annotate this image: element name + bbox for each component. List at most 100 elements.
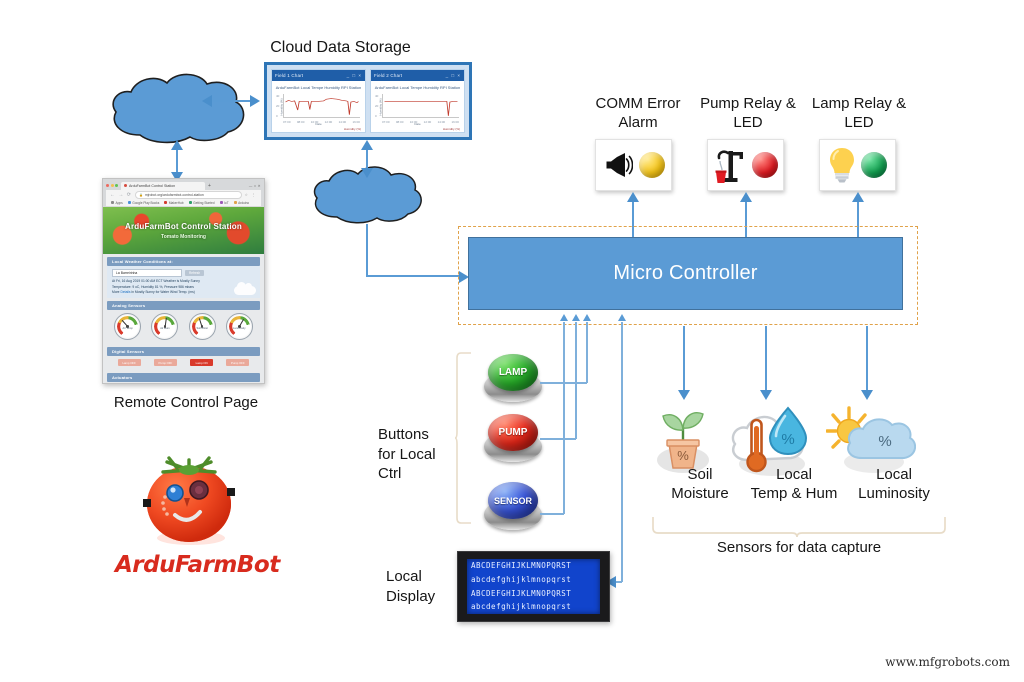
browser-tab-title: ArduFarmBot Control Station	[129, 183, 176, 188]
browser-url-row: ← → ⟳ 🔒 mjrobot.org/ardufarmbot-control-…	[106, 190, 261, 199]
lcd-line-4: abcdefghijklmnopqrst	[471, 602, 572, 612]
local-temp-hum-label-line1: Local	[776, 466, 812, 483]
lamp-relay-led-device[interactable]	[819, 139, 896, 191]
browser-nav-icons[interactable]: ← → ⟳	[110, 191, 132, 198]
wire-sensor-h	[540, 513, 564, 515]
actuator-buttons-row: LAMP ON LAMP OFF PUMP ON PUMP OFF	[103, 382, 264, 383]
weather-details-link[interactable]: Details	[120, 290, 131, 294]
chart-card-window-controls-1[interactable]: _ □ ×	[346, 73, 362, 78]
ytick: 40	[375, 94, 379, 98]
pump-relay-led-device[interactable]	[707, 139, 784, 191]
weather-refresh-button[interactable]: Refresh	[185, 270, 205, 276]
arrowhead-up	[171, 140, 183, 150]
chart-card-header-2: Field 2 Chart _ □ ×	[371, 70, 464, 81]
local-sensor-button[interactable]: SENSOR	[484, 482, 542, 530]
wire-pump-h	[540, 438, 576, 440]
arrowhead-up-small	[572, 314, 580, 321]
ytick: 20	[375, 104, 379, 108]
gauge-label: Air Hum	[160, 327, 170, 330]
browser-window-controls[interactable]: — □ ✕	[248, 183, 261, 188]
arrowhead-up	[627, 192, 639, 202]
status-badge: Lamp OFF	[117, 359, 141, 366]
bookmark-item[interactable]: MakerHub	[164, 201, 184, 205]
lamp-relay-led-label: Lamp Relay & LED	[803, 95, 915, 133]
local-lamp-button-label: LAMP	[498, 367, 528, 379]
pump-relay-led-label: Pump Relay & LED	[692, 95, 804, 133]
gauge-hub	[200, 325, 204, 328]
green-led	[860, 152, 887, 178]
bookmark-label: Arduino	[238, 200, 250, 205]
bookmark-item[interactable]: IoT	[219, 201, 229, 205]
chart-xticks-1: 07:00 08:00 10:00 12:00 14:00 16:00	[283, 120, 360, 124]
browser-toolbar-icons[interactable]: ☆ ⋮	[244, 192, 257, 197]
soil-moisture-label-line2: Moisture	[671, 484, 729, 502]
microcontroller-block[interactable]: Micro Controller	[468, 237, 903, 310]
status-badge: Lamp ON	[190, 359, 214, 366]
comm-error-alarm-device[interactable]	[595, 139, 672, 191]
city-select[interactable]: La Barreirinha	[112, 269, 182, 277]
local-display-caption: Local Display	[386, 567, 456, 606]
bookmark-item[interactable]: Arduino	[233, 200, 250, 205]
light-bulb-icon	[829, 148, 854, 183]
lcd-line-3: ABCDEFGHIJKLMNOPQRST	[471, 588, 572, 598]
chart-yticks-1: 40 20 0	[276, 94, 279, 118]
buttons-caption-line1: Buttons	[378, 426, 429, 443]
address-bar[interactable]: 🔒 mjrobot.org/ardufarmbot-control-statio…	[134, 190, 242, 199]
arrowhead-up-small	[618, 314, 626, 321]
page-title: ArduFarmBot Control Station	[125, 221, 242, 231]
gauge-luminosity: Luminosity	[225, 313, 253, 340]
page-hero-banner: ArduFarmBot Control Station Tomato Monit…	[103, 207, 264, 254]
xtick: 14:00	[437, 120, 446, 124]
local-luminosity-label-line2: Luminosity	[858, 484, 930, 502]
lamp-relay-led-label-line1: Lamp Relay &	[811, 95, 907, 112]
gauge-label: Soil Moist	[196, 327, 208, 330]
button-cap[interactable]: LAMP	[488, 354, 538, 392]
xtick: 08:00	[395, 120, 404, 124]
local-pump-button[interactable]: PUMP	[484, 414, 542, 462]
wire-lcd-v	[621, 322, 623, 582]
chart-xlabel-1: Date	[315, 122, 322, 126]
weather-line-3: More Details in Mostly Sunny for Water W…	[112, 290, 255, 294]
address-bar-value: mjrobot.org/ardufarmbot-control-station	[144, 192, 204, 197]
cloud-chart-card-2[interactable]: Field 2 Chart _ □ × ArduFarmBot Local Te…	[370, 69, 465, 133]
lcd-line-2: abcdefghijklmnopqrst	[471, 574, 572, 584]
status-badge: Pump OFF	[153, 359, 177, 366]
chart-legend-2: Humidity (%)	[442, 127, 460, 131]
browser-tab-row: ArduFarmBot Control Station + — □ ✕	[106, 181, 261, 190]
xtick: 14:00	[338, 120, 347, 124]
cloud-data-storage-label: Cloud Data Storage	[270, 39, 411, 56]
chart-card-body-2: ArduFarmBot Local Tempe Humidity RPI Sta…	[371, 81, 464, 132]
wire-lamp-v	[586, 322, 588, 383]
bookmark-item[interactable]: Apps	[111, 201, 123, 205]
button-cap[interactable]: PUMP	[488, 414, 538, 452]
chart-legend-1: Humidity (%)	[343, 127, 361, 131]
button-cap[interactable]: SENSOR	[488, 482, 538, 520]
comm-error-alarm-label-line1: COMM Error	[595, 95, 681, 112]
xtick: 16:00	[352, 120, 360, 124]
browser-tab[interactable]: ArduFarmBot Control Station	[121, 181, 205, 190]
buttons-caption-line3: Ctrl	[378, 465, 402, 482]
digital-status-row: Lamp OFF Pump OFF Lamp ON Pump OFF	[103, 356, 264, 370]
bookmark-item[interactable]: Google Play Books	[127, 201, 159, 205]
ytick: 0	[276, 114, 278, 118]
cloud-chart-card-1[interactable]: Field 1 Chart _ □ × ArduFarmBot Local Te…	[271, 69, 366, 133]
chart-card-title-1: Field 1 Chart	[275, 73, 304, 78]
chart-card-window-controls-2[interactable]: _ □ ×	[445, 73, 461, 78]
local-temp-hum-label: Local Temp & Hum	[728, 466, 860, 504]
remote-control-browser-window[interactable]: ArduFarmBot Control Station + — □ ✕ ← → …	[102, 178, 265, 384]
gauge-hub	[238, 325, 241, 328]
favicon-icon	[124, 184, 127, 187]
weather-line-2: Temperature: 9 oC, Humidity 81 %, Pressu…	[112, 284, 194, 289]
bookmark-item[interactable]: Getting Started	[188, 201, 215, 205]
new-tab-button[interactable]: +	[208, 182, 211, 189]
sensors-group-caption: Sensors for data capture	[716, 539, 882, 556]
chart-yticks-2: 40 20 0	[375, 94, 378, 118]
arrowhead-left	[202, 95, 212, 107]
window-dots[interactable]	[106, 184, 118, 187]
local-lamp-button[interactable]: LAMP	[484, 354, 542, 402]
section-header-analog-label: Analog Sensors	[112, 303, 146, 308]
cloud-data-storage-panel: Field 1 Chart _ □ × ArduFarmBot Local Te…	[264, 62, 472, 140]
xtick: 07:00	[382, 120, 390, 124]
lcd-line-1: ABCDEFGHIJKLMNOPQRST	[471, 561, 572, 570]
local-temp-hum-label-line2: Temp & Hum	[750, 484, 838, 502]
